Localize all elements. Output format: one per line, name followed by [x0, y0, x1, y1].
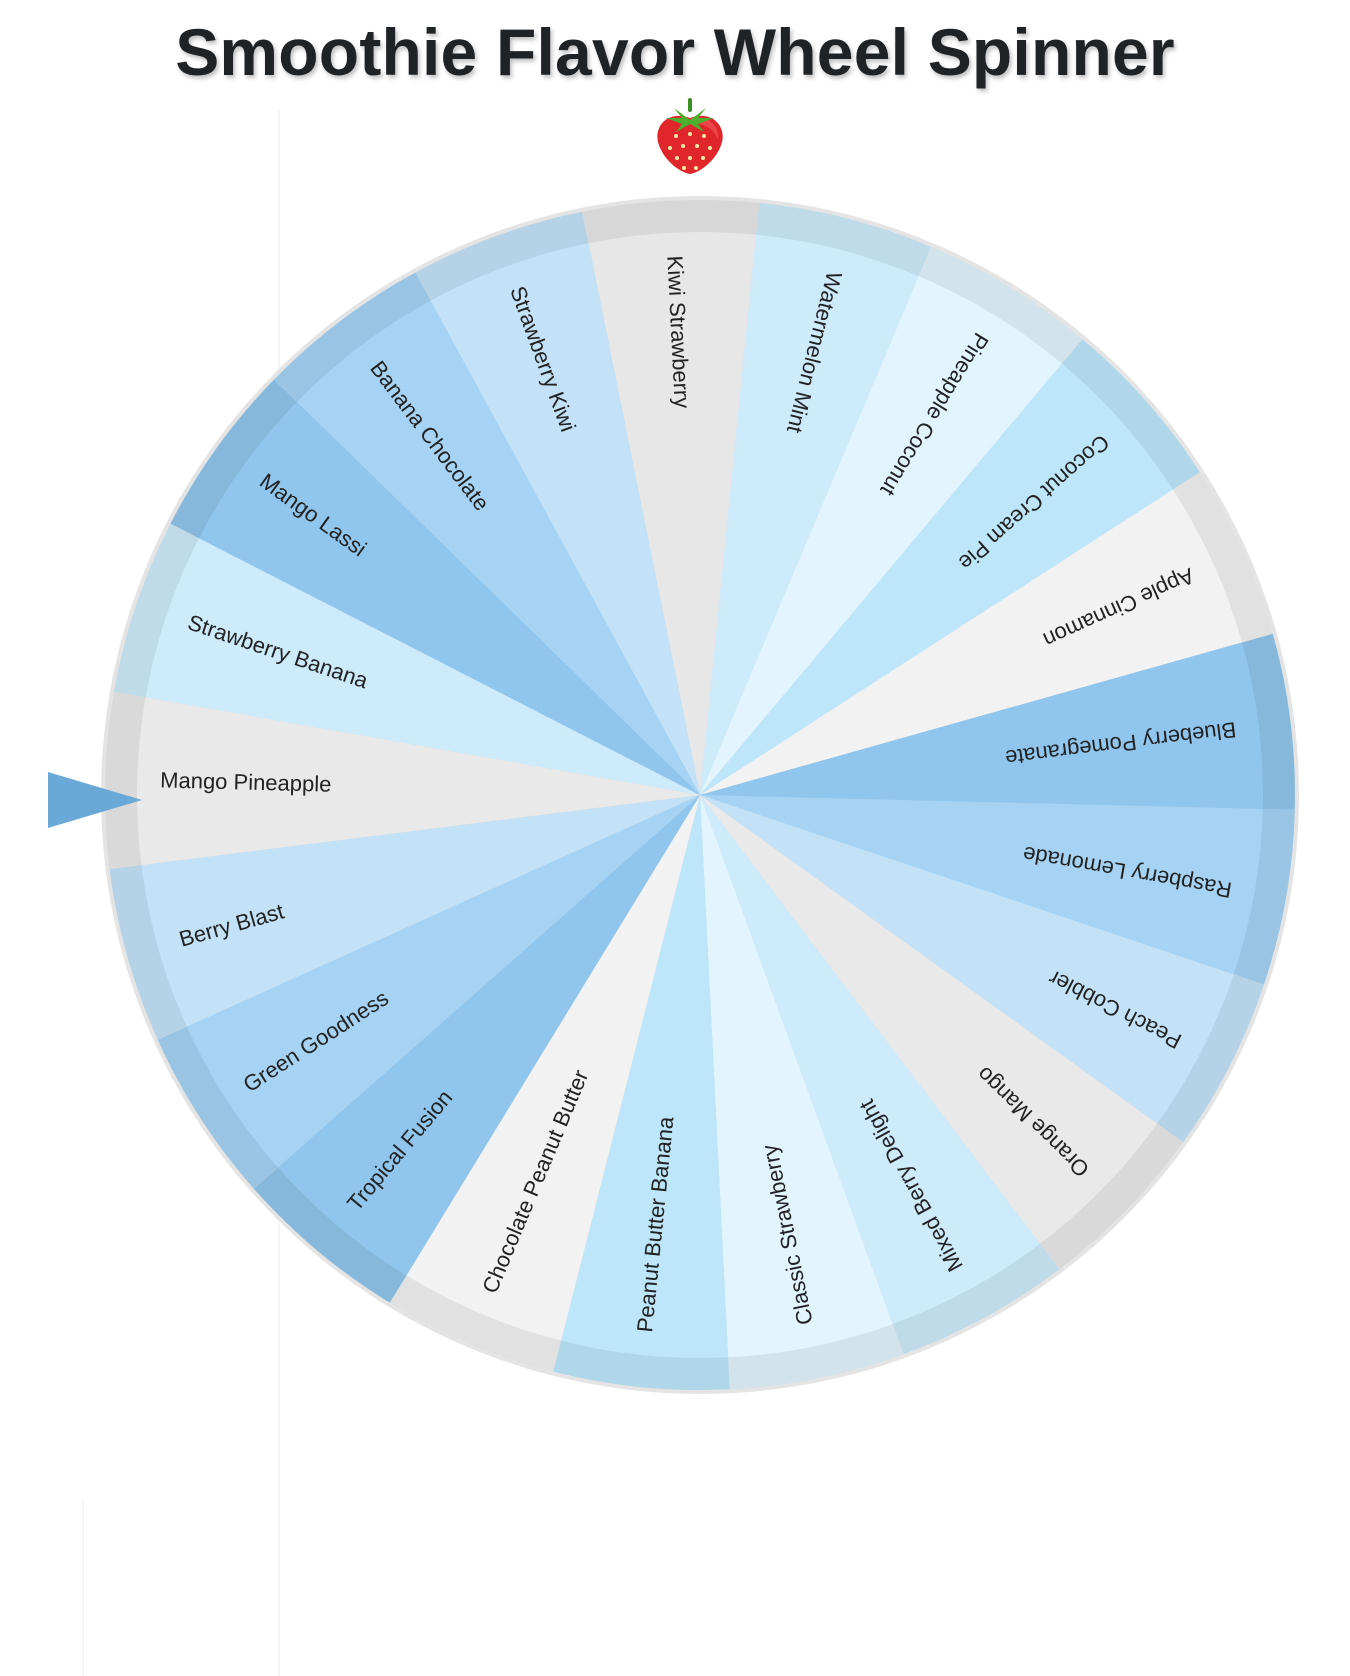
wheel-segment[interactable]: Raspberry Lemonade — [700, 795, 1295, 985]
wheel-segment[interactable]: Mango Pineapple — [104, 691, 701, 869]
wheel-segment[interactable]: Peach Cobbler — [700, 795, 1264, 1143]
segment-wedge — [406, 795, 700, 1341]
wheel-segment[interactable]: Watermelon Mint — [700, 203, 932, 796]
segment-wedge — [700, 795, 1040, 1324]
segment-wedge — [700, 363, 1173, 795]
wheel-segment[interactable]: Peanut Butter Banana — [553, 795, 730, 1391]
segment-wedge — [430, 243, 700, 795]
segment-label: Mango Pineapple — [160, 767, 332, 796]
segment-wedge — [186, 795, 701, 1168]
left-edge-line — [82, 1500, 84, 1676]
segment-wedge — [141, 795, 700, 1027]
wheel-segment[interactable]: Blueberry Pomegranate — [700, 633, 1295, 810]
segment-wedge — [700, 795, 1263, 975]
wheel-segment[interactable]: Strawberry Banana — [114, 523, 701, 795]
wheel-segment[interactable]: Mixed Berry Delight — [700, 795, 1060, 1355]
segment-wedge — [137, 697, 700, 865]
segment-wedge — [199, 401, 700, 795]
strawberry-icon — [657, 98, 723, 174]
segment-wedge — [700, 642, 1263, 809]
wheel-segment[interactable]: Berry Blast — [109, 795, 701, 1040]
wheel-segment[interactable]: Banana Chocolate — [274, 272, 700, 796]
wheel-segment[interactable]: Orange Mango — [700, 795, 1184, 1270]
segment-wedge — [700, 234, 919, 796]
wheel-segment[interactable]: Kiwi Strawberry — [582, 200, 760, 796]
segment-wedge — [700, 795, 1234, 1124]
wheel-segment[interactable]: Strawberry Kiwi — [415, 211, 700, 796]
wheel-segment[interactable]: Chocolate Peanut Butter — [389, 795, 700, 1372]
segment-wedge — [277, 795, 700, 1276]
wheel-segment[interactable]: Classic Strawberry — [700, 795, 904, 1390]
wheel-segment[interactable]: Tropical Fusion — [253, 795, 700, 1303]
page-title: Smoothie Flavor Wheel Spinner — [175, 15, 1175, 89]
segment-wedge — [561, 795, 729, 1359]
wheel-segment[interactable]: Green Goodness — [157, 795, 701, 1189]
wheel-pointer — [48, 772, 142, 828]
wheel-segment[interactable]: Apple Cinnamon — [700, 472, 1273, 795]
segment-wedge — [700, 489, 1242, 795]
segment-wedge — [297, 300, 700, 795]
segment-wedge — [588, 232, 756, 795]
segment-wedge — [700, 795, 1158, 1244]
segment-wedge — [145, 538, 701, 795]
segment-wedge — [700, 795, 893, 1358]
wheel-segment[interactable]: Mango Lassi — [170, 379, 701, 795]
segment-wedge — [700, 276, 1062, 795]
